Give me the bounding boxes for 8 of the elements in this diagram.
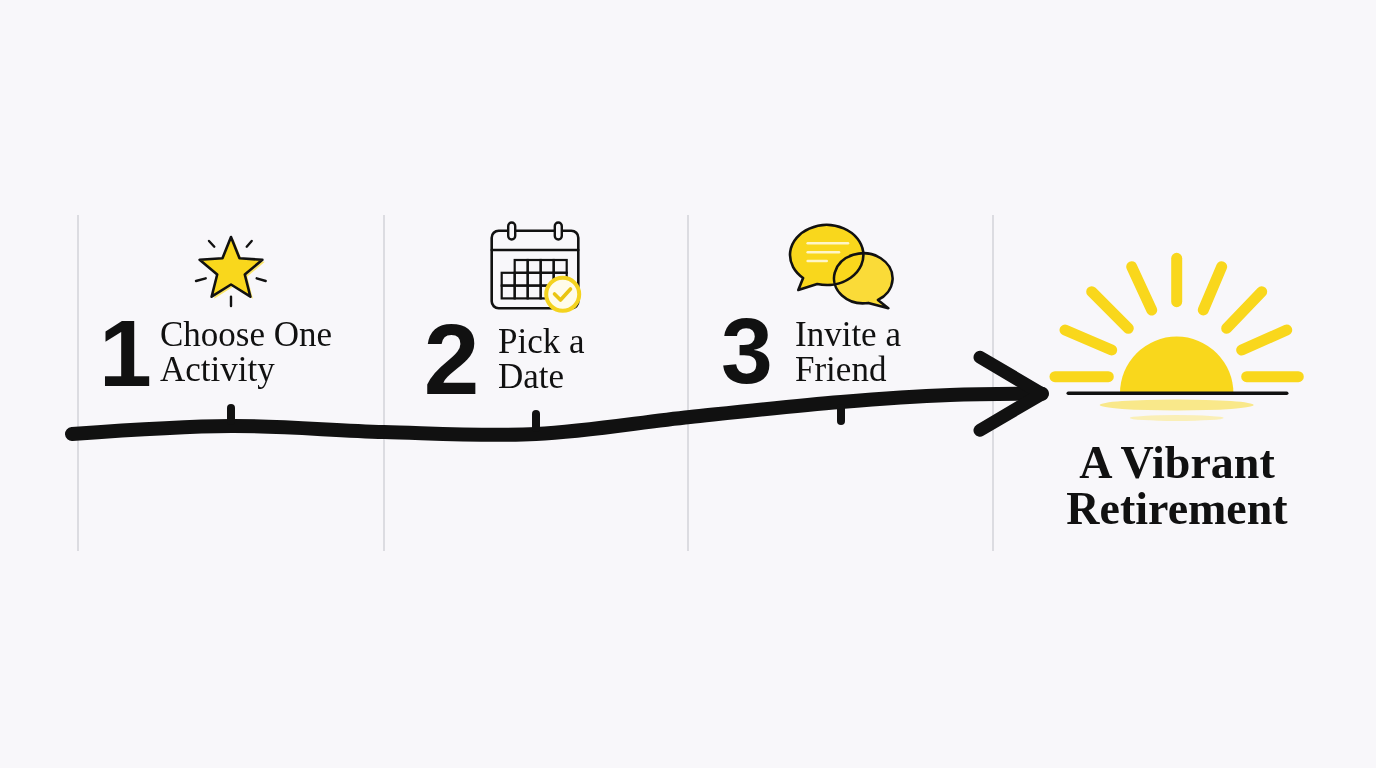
timeline-arrow	[65, 350, 1049, 442]
step-number: 1	[99, 315, 152, 392]
step-title: Pick a Date	[498, 324, 586, 394]
step-title: Choose One Activity	[160, 317, 334, 388]
step-number: 2	[423, 318, 480, 399]
goal-title: A Vibrant Retirement	[1065, 439, 1289, 532]
step-title: Invite a Friend	[795, 317, 902, 388]
step-number: 3	[721, 313, 773, 389]
